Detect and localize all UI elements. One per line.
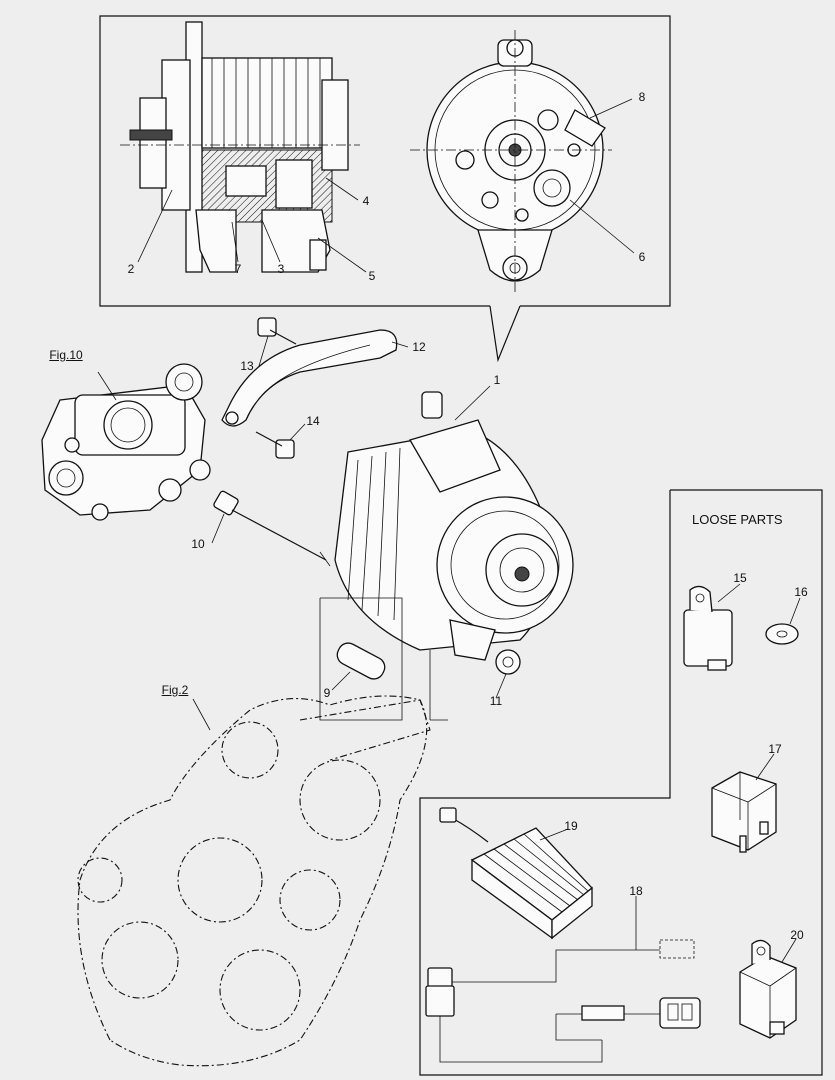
callout-2: 2 xyxy=(127,262,135,276)
loose-parts-frame xyxy=(419,489,823,1076)
bolt-10 xyxy=(213,490,331,567)
callout-14: 14 xyxy=(306,414,320,428)
callout-10: 10 xyxy=(191,537,205,551)
callout-9: 9 xyxy=(323,686,331,700)
callout-6: 6 xyxy=(638,250,646,264)
callout-19: 19 xyxy=(564,819,578,833)
nut-11 xyxy=(495,649,521,675)
alternator-rear-view xyxy=(410,30,612,295)
loose-parts-title: LOOSE PARTS xyxy=(692,512,783,527)
detail-frame xyxy=(99,15,671,363)
callout-8: 8 xyxy=(638,90,646,104)
callout-7: 7 xyxy=(234,262,242,276)
relay-20 xyxy=(739,939,797,1039)
callout-17: 17 xyxy=(768,742,782,756)
relay-15 xyxy=(683,585,733,671)
fig2-reference: Fig.2 xyxy=(161,683,189,697)
washer-16 xyxy=(765,623,799,645)
relay-17 xyxy=(711,771,777,853)
callout-20: 20 xyxy=(790,928,804,942)
callout-18: 18 xyxy=(629,884,643,898)
bolt-13 xyxy=(257,317,297,345)
alternator-main xyxy=(334,391,574,661)
fig10-reference: Fig.10 xyxy=(49,348,83,362)
harness-18 xyxy=(425,930,701,1063)
alternator-cross-section xyxy=(120,21,360,273)
callout-11: 11 xyxy=(489,694,503,708)
spacer-9 xyxy=(319,597,448,721)
callout-12: 12 xyxy=(412,340,426,354)
leader-lines xyxy=(97,98,801,963)
callout-16: 16 xyxy=(794,585,808,599)
adjusting-bracket xyxy=(221,329,398,427)
callout-5: 5 xyxy=(368,269,376,283)
callout-4: 4 xyxy=(362,194,370,208)
callout-3: 3 xyxy=(277,262,285,276)
callout-1: 1 xyxy=(493,373,501,387)
bolt-14 xyxy=(255,431,295,459)
water-pump-housing xyxy=(41,363,211,521)
regulator-19 xyxy=(439,807,593,940)
gear-case-outline xyxy=(77,695,431,1067)
callout-13: 13 xyxy=(240,359,254,373)
callout-15: 15 xyxy=(733,571,747,585)
